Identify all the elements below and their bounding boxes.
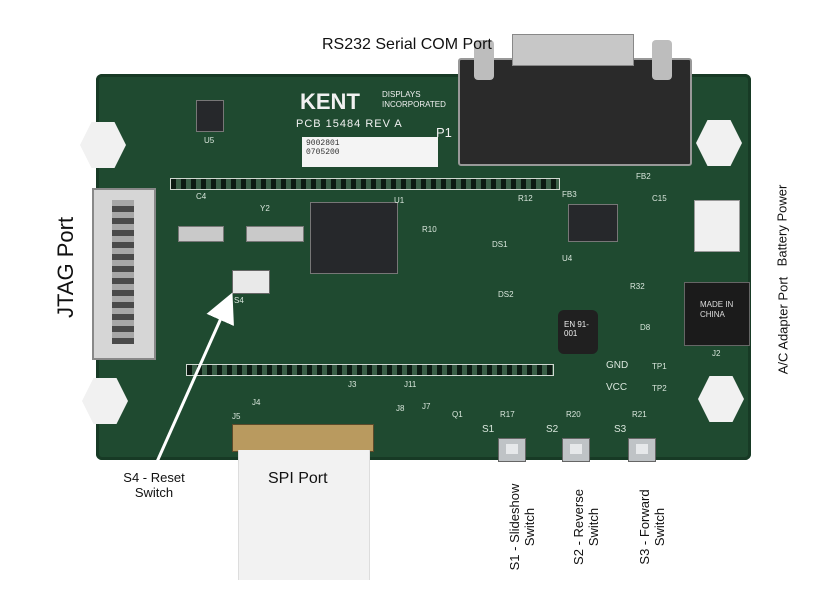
rs232-top-shell bbox=[512, 34, 634, 66]
reset-label-line1: S4 - Reset bbox=[123, 470, 185, 485]
top-pin-header bbox=[170, 178, 560, 190]
ds1-label: DS1 bbox=[492, 240, 508, 249]
s1-silk: S1 bbox=[482, 424, 495, 435]
d8-label: D8 bbox=[640, 323, 651, 332]
vcc-label: VCC bbox=[606, 382, 628, 393]
tp2-label: TP2 bbox=[652, 384, 667, 393]
serial-sticker: 9002801 0705200 bbox=[302, 137, 438, 167]
rs232-label: RS232 Serial COM Port bbox=[322, 36, 492, 53]
bottom-pin-header bbox=[186, 364, 554, 376]
ds2-label: DS2 bbox=[498, 290, 514, 299]
j3-label: J3 bbox=[348, 380, 357, 389]
gnd-label: GND bbox=[606, 360, 629, 371]
jtag-pins bbox=[112, 200, 134, 344]
s2-label-line1: S2 - Reverse bbox=[571, 489, 586, 565]
spi-label: SPI Port bbox=[268, 470, 328, 487]
switch-s2 bbox=[562, 438, 590, 462]
kent-logo: KENT bbox=[300, 89, 360, 114]
serial-1: 9002801 bbox=[306, 139, 340, 148]
j5-label: J5 bbox=[232, 412, 241, 421]
s3-label: S3 - Forward Switch bbox=[637, 477, 667, 577]
c15-label: C15 bbox=[652, 194, 667, 203]
reset-switch-s4 bbox=[232, 270, 270, 294]
pcb-revision: PCB 15484 REV A bbox=[296, 118, 403, 130]
capacitor-en bbox=[558, 310, 598, 354]
r20-label: R20 bbox=[566, 410, 581, 419]
j8-label: J8 bbox=[396, 404, 405, 413]
capacitor-label: EN 91-001 bbox=[564, 320, 589, 338]
s2-label-line2: Switch bbox=[586, 507, 601, 547]
s2-label: S2 - Reverse Switch bbox=[571, 477, 601, 577]
r10-label: R10 bbox=[422, 225, 437, 234]
u5-label: U5 bbox=[204, 136, 215, 145]
s3-label-line1: S3 - Forward bbox=[637, 489, 652, 565]
adapter-label: A/C Adapter Port bbox=[775, 276, 791, 375]
j4-label: J4 bbox=[252, 398, 261, 407]
s4-silk: S4 bbox=[234, 296, 244, 305]
made-in-label: MADE IN CHINA bbox=[700, 300, 734, 319]
tp1-label: TP1 bbox=[652, 362, 667, 371]
switch-s1 bbox=[498, 438, 526, 462]
reset-label: S4 - Reset Switch bbox=[104, 470, 204, 500]
r21-label: R21 bbox=[632, 410, 647, 419]
mcu-chip-u1 bbox=[310, 202, 398, 274]
crystal-c4 bbox=[178, 226, 224, 242]
reset-label-line2: Switch bbox=[134, 485, 174, 500]
rs232-right-post bbox=[652, 40, 672, 80]
r32-label: R32 bbox=[630, 282, 645, 291]
p1-label: P1 bbox=[436, 125, 452, 140]
chip-u4 bbox=[568, 204, 618, 242]
rs232-left-post bbox=[474, 40, 494, 80]
battery-connector bbox=[694, 200, 740, 252]
crystal-y2 bbox=[246, 226, 304, 242]
c4-label: C4 bbox=[196, 192, 207, 201]
standoff-bottom-right bbox=[698, 376, 744, 422]
r17-label: R17 bbox=[500, 410, 515, 419]
q1-label: Q1 bbox=[452, 410, 463, 419]
s2-silk: S2 bbox=[546, 424, 559, 435]
standoff-top-right bbox=[696, 120, 742, 166]
s1-label-line2: Switch bbox=[522, 507, 537, 547]
s3-label-line2: Switch bbox=[652, 507, 667, 547]
fb3-label: FB3 bbox=[562, 190, 577, 199]
serial-2: 0705200 bbox=[306, 148, 340, 157]
fb2-label: FB2 bbox=[636, 172, 651, 181]
j11-label: J11 bbox=[404, 380, 417, 389]
y2-label: Y2 bbox=[260, 204, 270, 213]
u4-label: U4 bbox=[562, 254, 573, 263]
s3-silk: S3 bbox=[614, 424, 627, 435]
chip-u5 bbox=[196, 100, 224, 132]
switch-s3 bbox=[628, 438, 656, 462]
ac-adapter-jack bbox=[684, 282, 750, 346]
jtag-label: JTAG Port bbox=[53, 216, 78, 318]
j7-label: J7 bbox=[422, 402, 431, 411]
spi-ribbon bbox=[238, 450, 370, 580]
r12-label: R12 bbox=[518, 194, 533, 203]
s1-label-line1: S1 - Slideshow bbox=[507, 483, 522, 571]
j2-label: J2 bbox=[712, 349, 721, 358]
standoff-top-left bbox=[80, 122, 126, 168]
kent-logo-sub: DISPLAYS INCORPORATED bbox=[382, 90, 446, 109]
u1-label: U1 bbox=[394, 196, 405, 205]
spi-connector-j5 bbox=[232, 424, 374, 452]
s1-label: S1 - Slideshow Switch bbox=[507, 477, 537, 577]
